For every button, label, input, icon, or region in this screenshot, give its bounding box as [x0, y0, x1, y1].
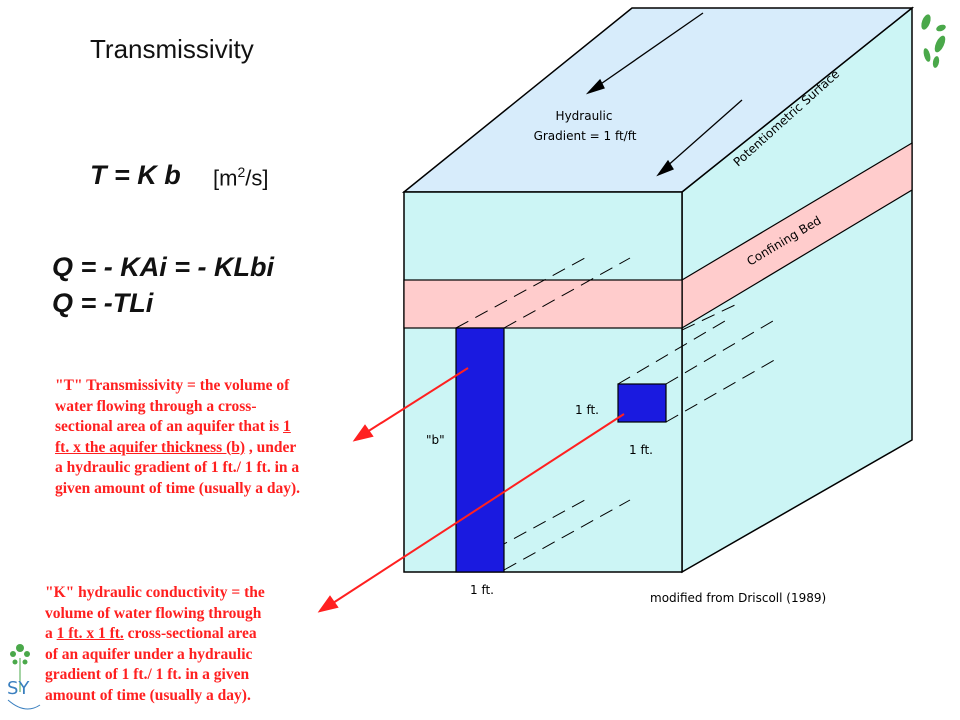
conductivity-cube	[617, 383, 667, 423]
red-pointer-arrows	[317, 367, 625, 613]
note-t-line: given amount of time (usually a day).	[55, 479, 300, 497]
note-k-line: volume of water flowing through	[45, 604, 262, 622]
cube-width-label: 1 ft.	[629, 443, 653, 457]
hydraulic-label-line2: Gradient = 1 ft/ft	[534, 129, 637, 143]
transmissivity-note: "T" Transmissivity = the volume of water…	[55, 376, 300, 499]
note-t-line: sectional area of an aquifer that is 1	[55, 417, 300, 438]
transmissivity-equation: T = K b	[90, 160, 181, 190]
column-width-label: 1 ft.	[470, 583, 494, 597]
thickness-b-label: "b"	[426, 433, 445, 447]
note-k-line: a 1 ft. x 1 ft. cross-sectional area	[45, 624, 265, 645]
slide-title: Transmissivity	[90, 34, 254, 64]
leaf-decoration-icon	[921, 14, 946, 68]
note-t-text: , under	[245, 438, 297, 456]
note-k-line: gradient of 1 ft./ 1 ft. in a given	[45, 666, 250, 683]
gradient-arrows	[585, 12, 743, 177]
note-k-underlined: 1 ft. x 1 ft.	[56, 625, 124, 642]
note-t-line: water flowing through a cross-	[55, 397, 257, 415]
unit-tail: /s]	[245, 165, 269, 191]
hydraulic-label-line1: Hydraulic	[556, 109, 613, 123]
sy-logo: SY	[7, 644, 41, 710]
cube-height-label: 1 ft.	[575, 403, 599, 417]
note-k-line: amount of time (usually a day).	[45, 686, 251, 704]
note-t-line: a hydraulic gradient of 1 ft./ 1 ft. in …	[55, 459, 300, 476]
confining-bed-front	[403, 279, 683, 329]
note-k-text: a	[45, 625, 57, 642]
note-t-text: sectional area of an aquifer that is	[55, 418, 284, 435]
note-t-line: ft. x the aquifer thickness (b) , under	[55, 438, 300, 459]
block-front-face	[403, 191, 683, 573]
credit-label: modified from Driscoll (1989)	[650, 591, 826, 605]
transmissivity-unit: [m2/s]	[213, 164, 268, 191]
note-k-text: cross-sectional area	[123, 625, 257, 642]
flow-equation-1: Q = - KAi = - KLbi	[52, 252, 275, 282]
note-t-underlined: ft. x the aquifer thickness (b)	[55, 438, 246, 456]
unit-exponent: 2	[237, 164, 246, 180]
conductivity-note: "K" hydraulic conductivity = the volume …	[45, 583, 265, 706]
transmissivity-column	[455, 327, 505, 573]
unit-base: [m	[213, 165, 238, 191]
logo-text: SY	[7, 678, 30, 699]
dashed-perspective-lines	[455, 257, 779, 571]
note-k-line: of an aquifer under a hydraulic	[45, 645, 253, 663]
flow-equation-2: Q = -TLi	[52, 288, 154, 318]
note-t-line: "T" Transmissivity = the volume of	[55, 377, 290, 394]
note-t-underlined: 1	[283, 418, 291, 435]
note-k-line: "K" hydraulic conductivity = the	[45, 584, 265, 601]
